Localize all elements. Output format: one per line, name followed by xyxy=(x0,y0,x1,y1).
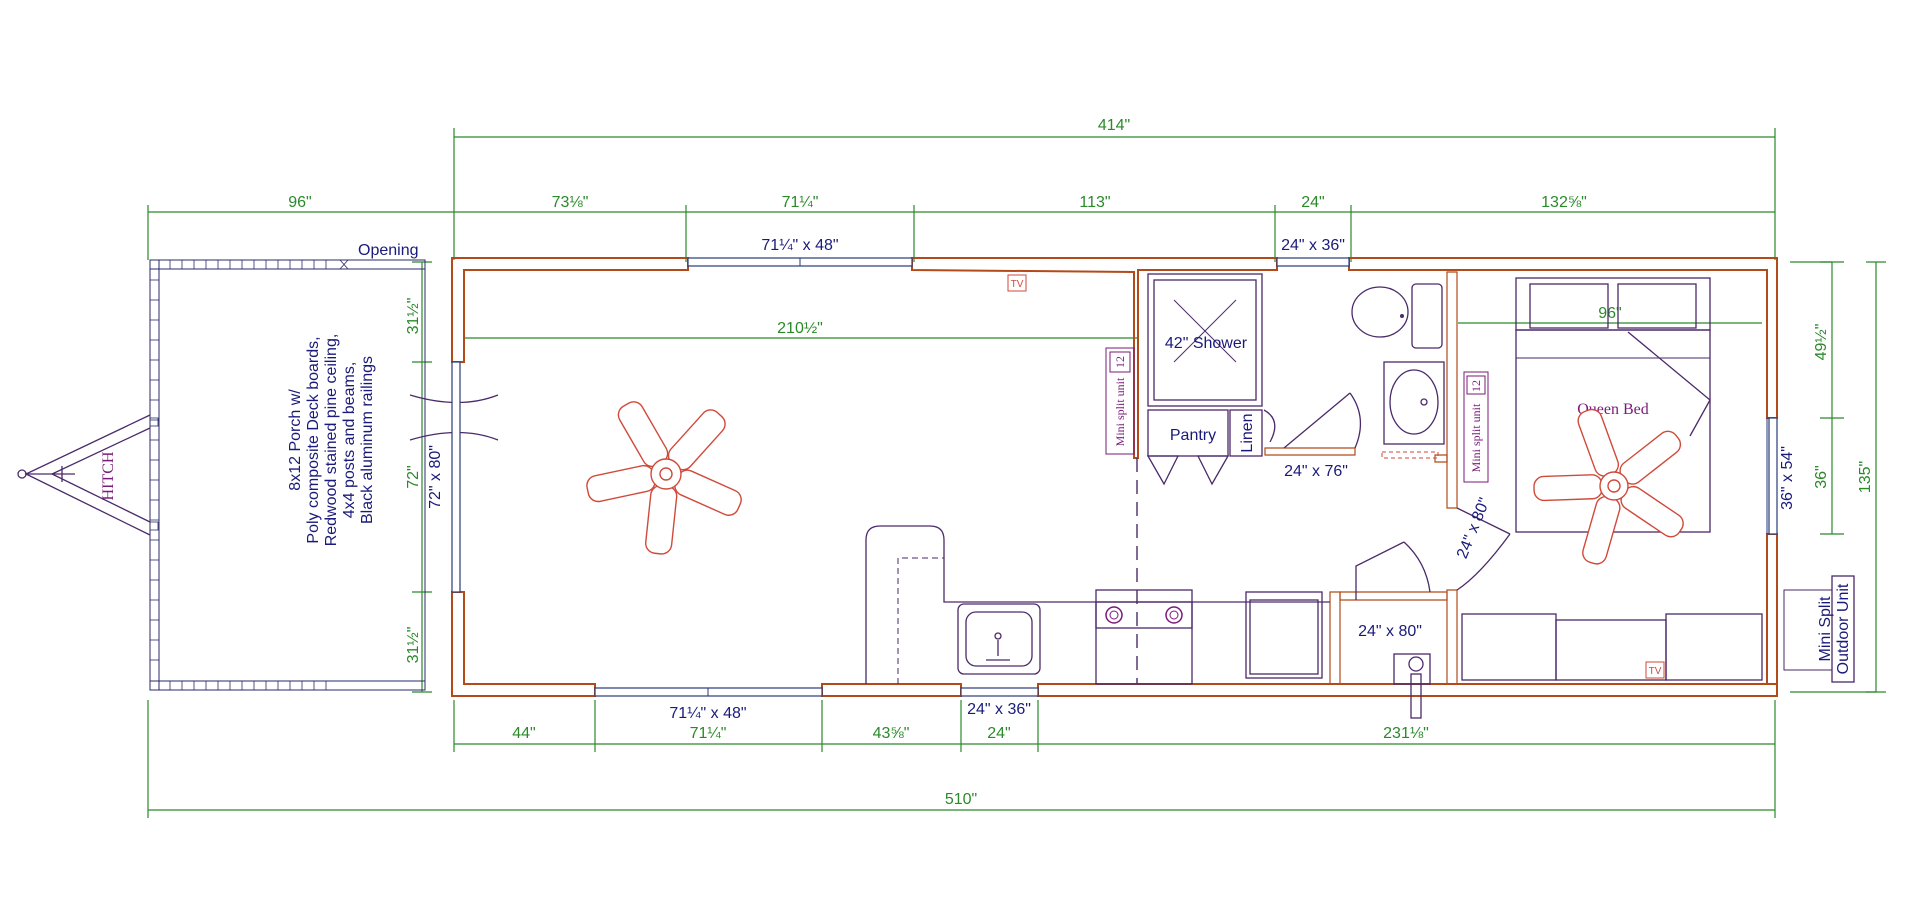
windows xyxy=(451,257,1778,697)
porch-line-3: Redwood stained pine ceiling, xyxy=(323,334,340,547)
dim-top-segment-2: 71¼" xyxy=(782,194,819,211)
front-door-label: 72" x 80" xyxy=(427,445,444,509)
porch-line-4: 4x4 posts and beams, xyxy=(341,362,358,519)
ceiling-fan-living-icon xyxy=(586,401,742,555)
mini-split-living: 12 Mini split unit xyxy=(1105,347,1135,455)
pantry: Pantry xyxy=(1146,409,1230,486)
dim-bottom-segment-3: 43⅝" xyxy=(873,725,910,742)
dim-top-segment-4: 24" xyxy=(1301,194,1324,211)
window-top-bath xyxy=(1276,257,1350,267)
window-top-living-label: 71¼" x 48" xyxy=(761,237,838,254)
living-tv: TV xyxy=(1007,274,1027,292)
bedroom-door: 24" x 80" xyxy=(1454,496,1511,591)
mini-split-bedroom-label: Mini split unit xyxy=(1469,403,1483,472)
mini-split-living-label: Mini split unit xyxy=(1113,377,1127,446)
linen-label: Linen xyxy=(1239,413,1256,452)
linen: Linen xyxy=(1229,409,1276,457)
tv-label-bedroom: TV xyxy=(1649,666,1662,677)
ceiling-fan-bedroom-icon xyxy=(1533,408,1684,565)
window-bedroom-right xyxy=(1768,417,1778,535)
dim-bottom-segment-2: 71¼" xyxy=(690,725,727,742)
porch-line-2: Poly composite Deck boards, xyxy=(305,336,322,543)
window-top-bath-label: 24" x 36" xyxy=(1281,237,1345,254)
window-bedroom-right-label: 36" x 54" xyxy=(1779,446,1796,510)
bedroom-door-label: 24" x 80" xyxy=(1454,496,1494,562)
porch-description: 8x12 Porch w/ Poly composite Deck boards… xyxy=(287,334,376,547)
shower-label: 42" Shower xyxy=(1165,335,1248,352)
hitch: HITCH xyxy=(17,414,159,536)
dim-right-side-1: 49½" xyxy=(1813,324,1830,361)
front-door xyxy=(451,361,461,593)
porch-opening-label: Opening xyxy=(358,242,419,259)
window-bottom-kitchen-label: 24" x 36" xyxy=(967,701,1031,718)
kitchen xyxy=(865,525,1330,685)
outdoor-unit: Mini Split Outdoor Unit xyxy=(1783,575,1855,683)
dim-left-side-1: 31½" xyxy=(405,298,422,335)
mini-split-living-num: 12 xyxy=(1113,356,1127,368)
mini-split-bedroom-num: 12 xyxy=(1469,380,1483,392)
pantry-label: Pantry xyxy=(1170,427,1216,444)
dim-bottom-segment-1: 44" xyxy=(512,725,535,742)
window-bottom-kitchen xyxy=(960,687,1039,697)
tv-label-living: TV xyxy=(1011,279,1024,290)
outdoor-unit-line-1: Mini Split xyxy=(1817,596,1834,661)
dim-porch-width: 96" xyxy=(288,194,311,211)
hitch-label: HITCH xyxy=(100,451,117,500)
bath-door-label: 24" x 76" xyxy=(1284,463,1348,480)
dim-bedroom-inner: 96" xyxy=(1598,305,1621,322)
dim-depth-total: 135" xyxy=(1857,461,1874,493)
porch-line-1: 8x12 Porch w/ xyxy=(287,389,304,491)
dim-bottom-segment-5: 231⅛" xyxy=(1383,725,1429,742)
dim-overall-total: 510" xyxy=(945,791,977,808)
dim-top-segment-5: 132⅝" xyxy=(1541,194,1587,211)
shower: 42" Shower xyxy=(1147,273,1263,407)
porch-line-5: Black aluminum railings xyxy=(359,356,376,524)
outdoor-unit-line-2: Outdoor Unit xyxy=(1835,583,1852,674)
dimension-labels: 414" 96" 73⅛" 71¼" 113" 24" 132⅝" 44" 71… xyxy=(288,117,1874,808)
dim-top-segment-3: 113" xyxy=(1079,194,1110,211)
dim-overall-house: 414" xyxy=(1098,117,1130,134)
closet-door-label: 24" x 80" xyxy=(1358,623,1422,640)
window-bottom-living-label: 71¼" x 48" xyxy=(669,705,746,722)
dim-living-inner: 210½" xyxy=(777,320,823,337)
dim-left-side-2: 72" xyxy=(405,465,422,488)
closet: 24" x 80" xyxy=(1355,541,1431,719)
dim-top-segment-1: 73⅛" xyxy=(552,194,589,211)
bathroom: 24" x 76" xyxy=(1283,283,1445,480)
dim-right-side-2: 36" xyxy=(1813,465,1830,488)
porch: Opening 8x12 Porch w/ Poly composite Dec… xyxy=(149,242,499,691)
dimension-lines xyxy=(147,128,1886,818)
dim-left-side-3: 31½" xyxy=(405,627,422,664)
dim-bottom-segment-4: 24" xyxy=(987,725,1010,742)
